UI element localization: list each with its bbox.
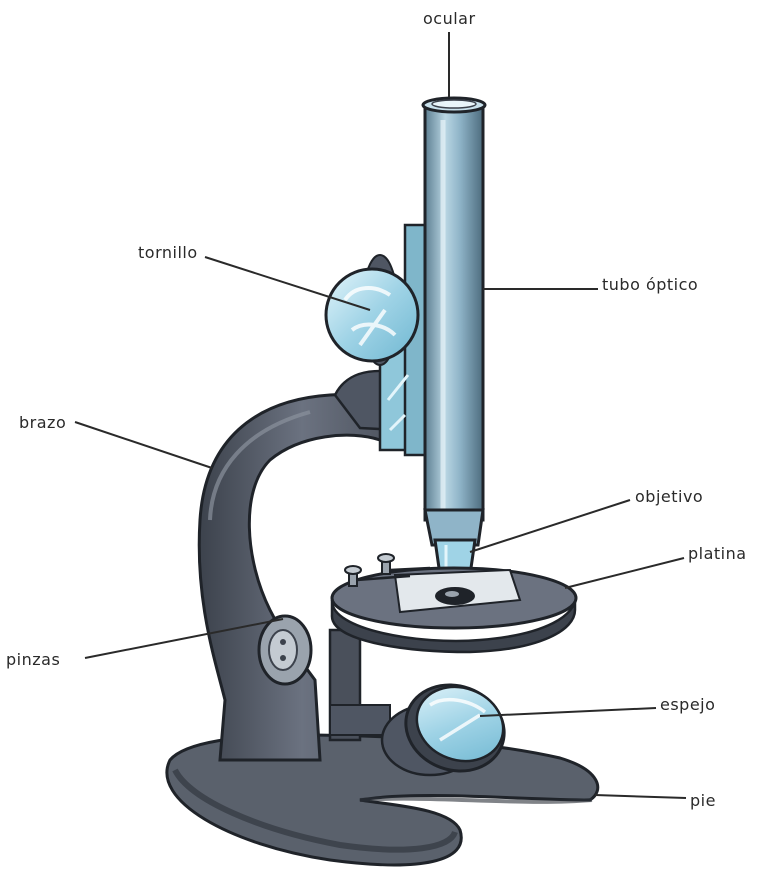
label-brazo: brazo	[19, 415, 66, 431]
leader-platina	[565, 558, 684, 588]
brazo-arm	[199, 371, 405, 760]
platina-stage	[332, 554, 576, 652]
leader-objetivo	[470, 500, 630, 552]
label-ocular: ocular	[423, 11, 476, 27]
label-pie: pie	[690, 793, 716, 809]
pillar	[330, 630, 390, 740]
label-platina: platina	[688, 546, 747, 562]
leader-espejo	[480, 708, 656, 716]
label-tornillo: tornillo	[138, 245, 198, 261]
pinzas-knob	[259, 616, 311, 684]
label-espejo: espejo	[660, 697, 715, 713]
label-tubo-optico: tubo óptico	[602, 277, 698, 293]
label-pinzas: pinzas	[6, 652, 60, 668]
leader-pie	[595, 795, 686, 798]
label-objetivo: objetivo	[635, 489, 703, 505]
tubo-optico	[423, 98, 485, 545]
leader-brazo	[75, 422, 212, 468]
